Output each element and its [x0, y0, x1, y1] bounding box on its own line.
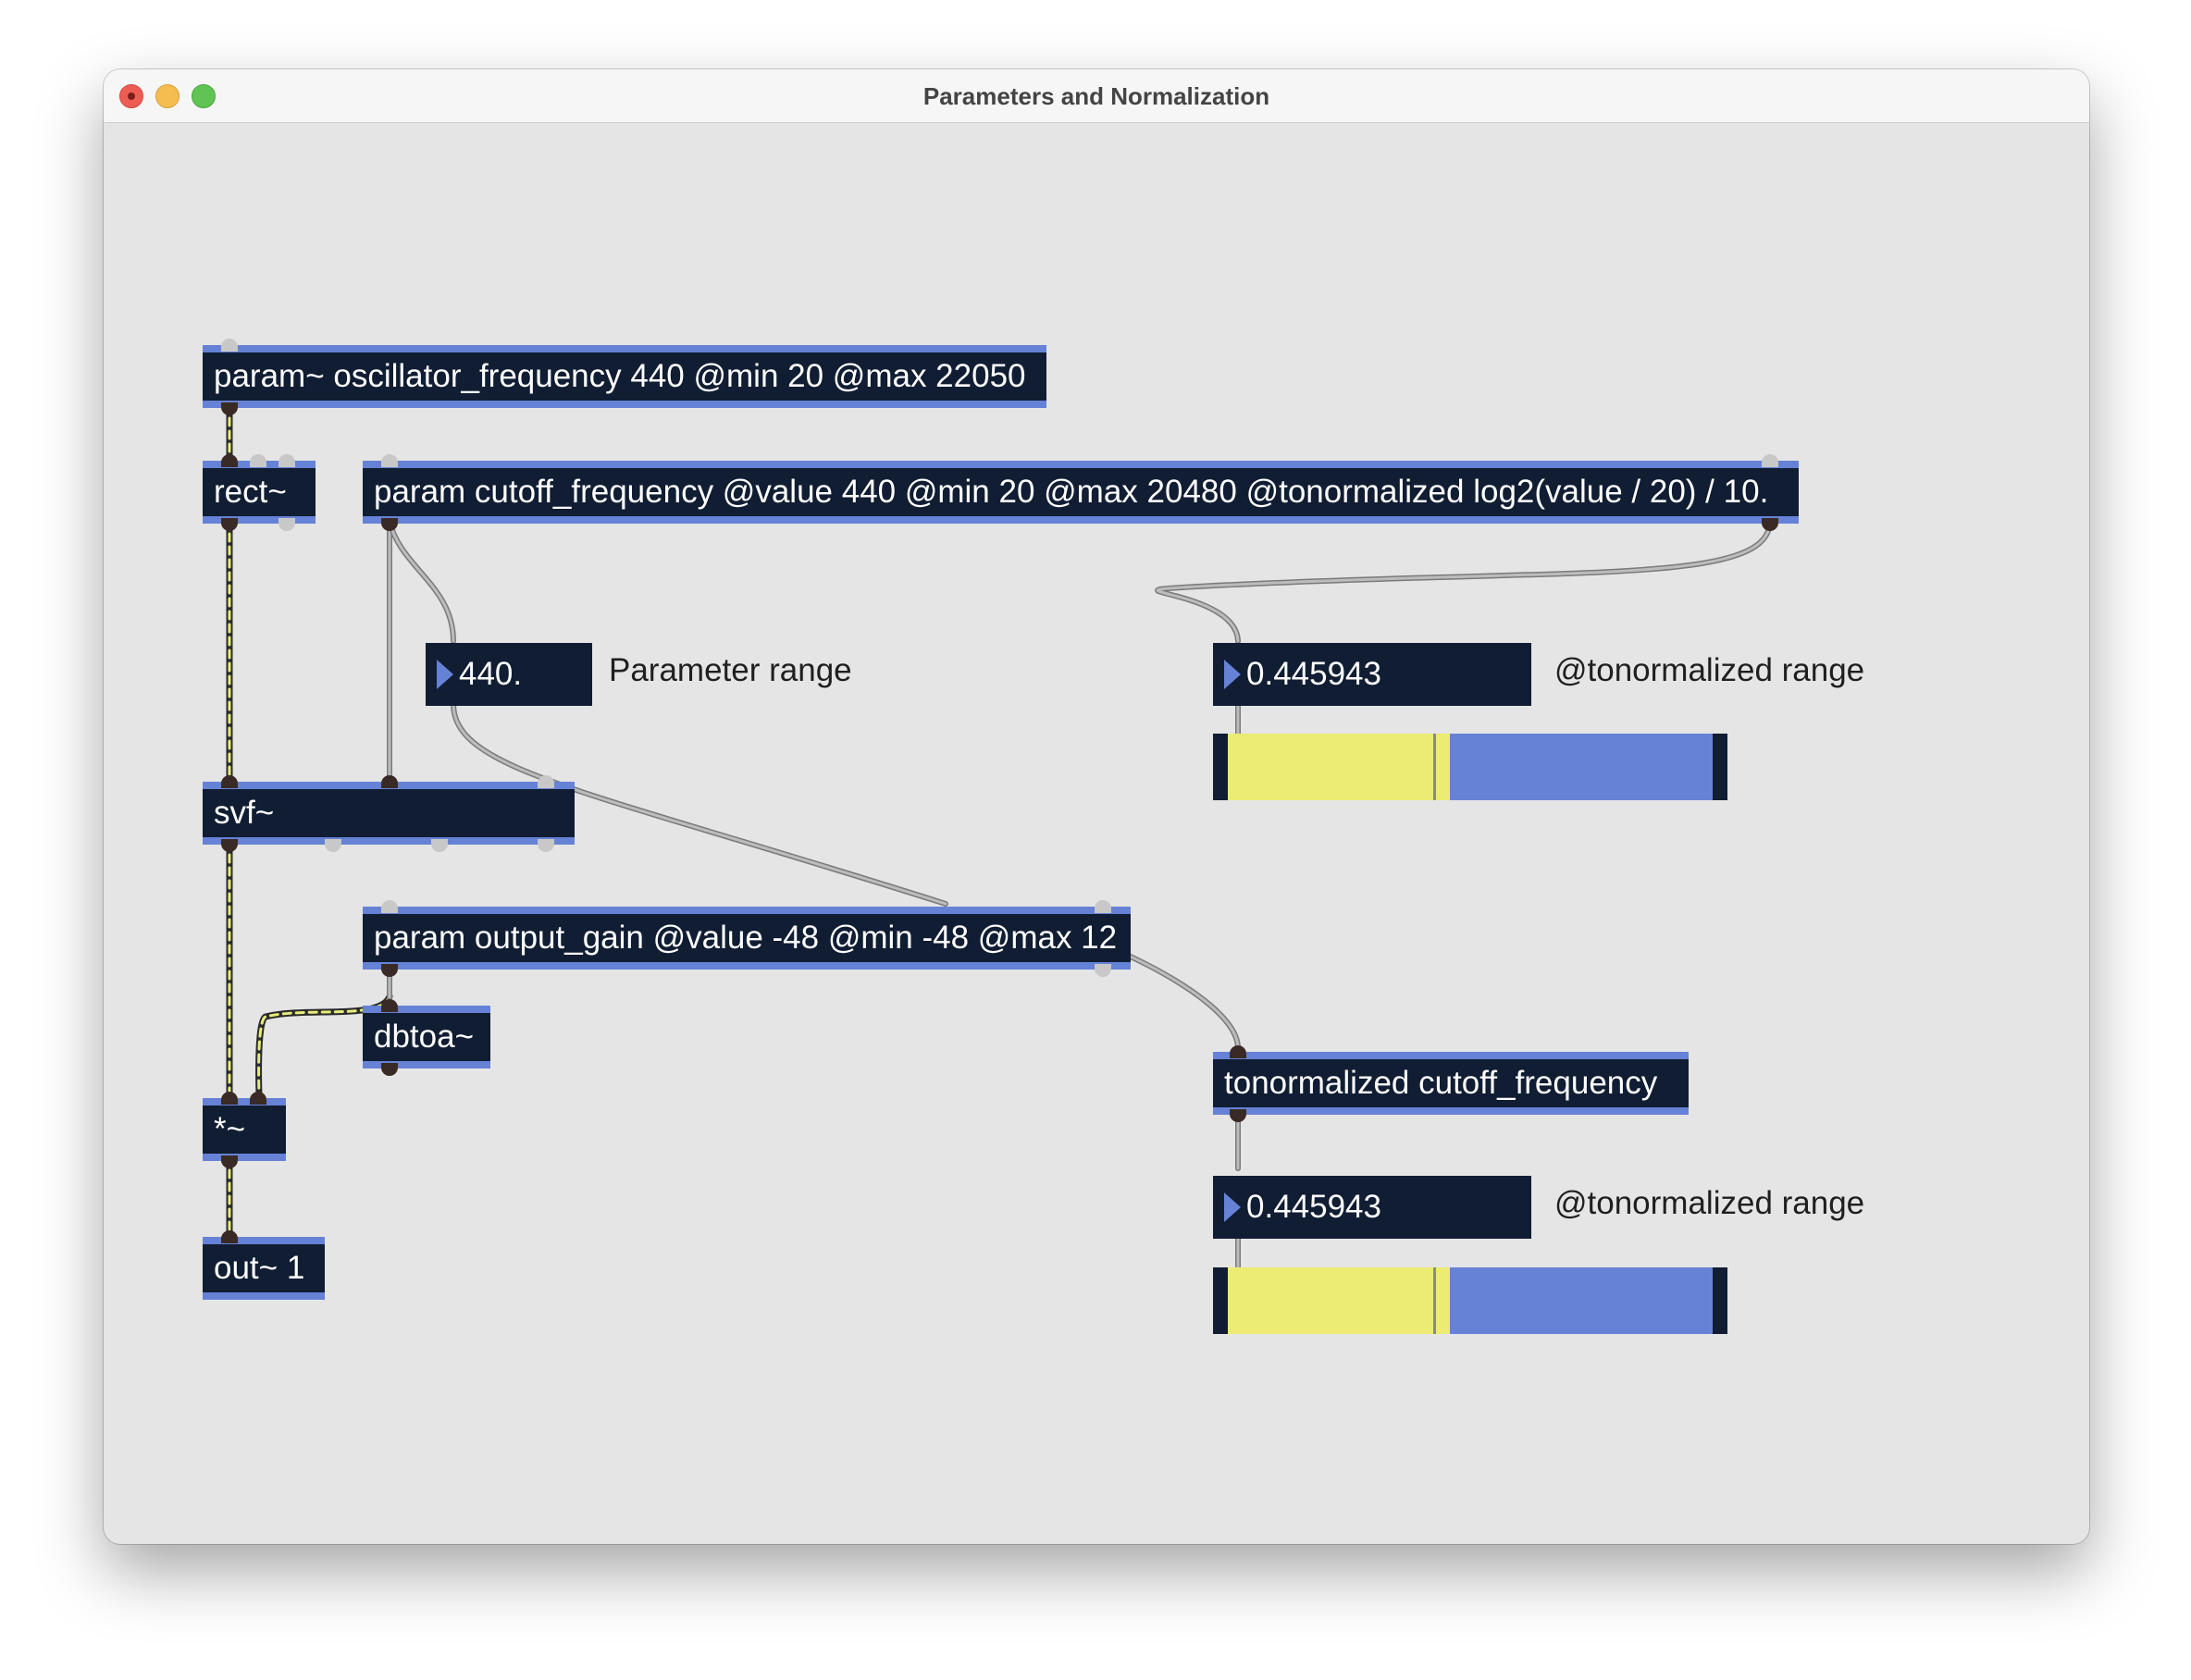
object-text: svf~ — [214, 795, 275, 831]
out-object[interactable]: out~ 1 — [203, 1237, 325, 1300]
inlet-port[interactable] — [221, 454, 238, 467]
inlet-port[interactable] — [381, 999, 398, 1012]
outlet-port[interactable] — [1095, 964, 1111, 977]
outlet-port[interactable] — [1762, 518, 1778, 531]
object-text: param output_gain @value -48 @min -48 @m… — [374, 920, 1118, 956]
multiply-object[interactable]: *~ — [203, 1098, 286, 1161]
normalized-slider-1[interactable] — [1213, 734, 1727, 800]
outlet-port[interactable] — [1230, 1109, 1246, 1122]
number-triangle-icon — [1224, 1192, 1241, 1222]
tonormalized-range-comment-2: @tonormalized range — [1554, 1185, 1865, 1221]
svf-object[interactable]: svf~ — [203, 782, 575, 845]
object-text: tonormalized cutoff_frequency — [1224, 1065, 1658, 1101]
outlet-port[interactable] — [431, 839, 448, 852]
slider-knob[interactable] — [1433, 734, 1436, 800]
param-output-gain-object[interactable]: param output_gain @value -48 @min -48 @m… — [363, 907, 1131, 970]
inlet-port[interactable] — [221, 339, 238, 352]
inlet-port[interactable] — [381, 775, 398, 788]
outlet-port[interactable] — [381, 964, 398, 977]
patcher-window: Parameters and Normalization — [104, 69, 2089, 1544]
outlet-port[interactable] — [221, 518, 238, 531]
object-text: out~ 1 — [214, 1250, 305, 1286]
outlet-port[interactable] — [221, 839, 238, 852]
patcher-canvas[interactable]: param~ oscillator_frequency 440 @min 20 … — [104, 123, 2089, 1544]
object-text: dbtoa~ — [374, 1019, 475, 1055]
outlet-port[interactable] — [279, 518, 295, 531]
maximize-window-button[interactable] — [192, 84, 216, 108]
title-bar: Parameters and Normalization — [104, 69, 2089, 123]
inlet-port[interactable] — [221, 1092, 238, 1105]
slider-knob[interactable] — [1433, 1267, 1436, 1334]
number-triangle-icon — [1224, 660, 1241, 689]
minimize-window-button[interactable] — [155, 84, 179, 108]
rect-object[interactable]: rect~ — [203, 461, 316, 524]
tonormalized-range-comment-1: @tonormalized range — [1554, 652, 1865, 688]
slider-track — [1450, 1267, 1713, 1334]
inlet-port[interactable] — [221, 775, 238, 788]
close-window-button[interactable] — [119, 84, 143, 108]
inlet-port[interactable] — [1095, 900, 1111, 913]
inlet-port[interactable] — [381, 454, 398, 467]
window-title: Parameters and Normalization — [922, 82, 1270, 110]
normalized-number-box-1[interactable]: 0.445943 — [1213, 643, 1531, 706]
inlet-port[interactable] — [221, 1230, 238, 1243]
normalized-number-box-2[interactable]: 0.445943 — [1213, 1176, 1531, 1239]
outlet-port[interactable] — [381, 518, 398, 531]
inlet-port[interactable] — [1762, 454, 1778, 467]
param-cutoff-frequency-object[interactable]: param cutoff_frequency @value 440 @min 2… — [363, 461, 1799, 524]
param-oscillator-frequency-object[interactable]: param~ oscillator_frequency 440 @min 20 … — [203, 345, 1046, 408]
number-value: 0.445943 — [1246, 656, 1381, 692]
slider-track — [1450, 734, 1713, 800]
object-text: param cutoff_frequency @value 440 @min 2… — [374, 474, 1769, 510]
inlet-port[interactable] — [381, 900, 398, 913]
number-value: 0.445943 — [1246, 1189, 1381, 1225]
inlet-port[interactable] — [1230, 1045, 1246, 1058]
inlet-port[interactable] — [538, 775, 554, 788]
normalized-slider-2[interactable] — [1213, 1267, 1727, 1334]
tonormalized-object[interactable]: tonormalized cutoff_frequency — [1213, 1052, 1689, 1115]
outlet-port[interactable] — [221, 1155, 238, 1168]
control-cords — [387, 518, 1773, 1270]
outlet-port[interactable] — [381, 1063, 398, 1076]
object-text: *~ — [214, 1111, 246, 1147]
parameter-range-comment: Parameter range — [609, 652, 852, 688]
outlet-port[interactable] — [325, 839, 341, 852]
slider-fill — [1228, 1267, 1450, 1334]
slider-fill — [1228, 734, 1450, 800]
number-triangle-icon — [437, 660, 453, 689]
number-value: 440. — [459, 656, 523, 692]
cutoff-number-box[interactable]: 440. — [426, 643, 592, 706]
object-text: param~ oscillator_frequency 440 @min 20 … — [214, 358, 1026, 394]
inlet-port[interactable] — [250, 1092, 266, 1105]
object-text: rect~ — [214, 474, 287, 510]
outlet-port[interactable] — [221, 402, 238, 415]
outlet-port[interactable] — [538, 839, 554, 852]
inlet-port[interactable] — [250, 454, 266, 467]
dbtoa-object[interactable]: dbtoa~ — [363, 1006, 490, 1069]
inlet-port[interactable] — [279, 454, 295, 467]
